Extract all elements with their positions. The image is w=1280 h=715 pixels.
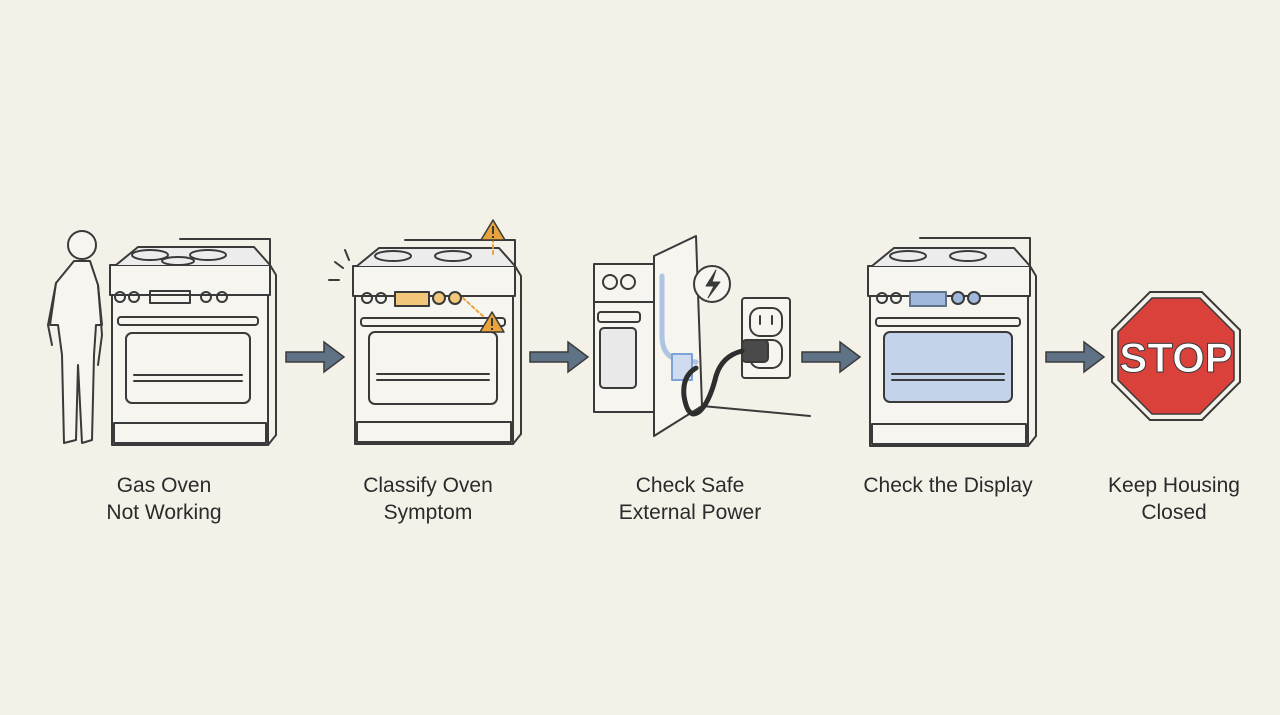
step-label-1-line1: Gas Oven	[116, 474, 212, 497]
power-outlet-icon	[593, 235, 811, 437]
person-at-oven-icon	[47, 230, 277, 446]
stop-sign-icon: STOP	[1111, 291, 1241, 421]
step-label-3-line2: External Power	[618, 501, 762, 524]
flow-arrow-2	[529, 340, 590, 374]
step-label-5: Keep Housing Closed	[1064, 472, 1280, 526]
flow-arrow-4	[1045, 340, 1106, 374]
stop-sign-text: STOP	[1119, 334, 1233, 381]
step-label-4-line1: Check the Display	[863, 474, 1033, 497]
step-label-1: Gas Oven Not Working	[54, 472, 274, 526]
oven-warning-icon	[328, 219, 522, 445]
step-label-2-line1: Classify Oven	[363, 474, 493, 497]
step-label-5-line1: Keep Housing	[1108, 474, 1240, 497]
step-label-5-line2: Closed	[1141, 501, 1207, 524]
step-label-3: Check Safe External Power	[580, 472, 800, 526]
flow-arrow-3	[801, 340, 862, 374]
oven-display-icon	[867, 237, 1037, 447]
step-label-2: Classify Oven Symptom	[318, 472, 538, 526]
step-label-1-line2: Not Working	[106, 501, 222, 524]
step-label-3-line1: Check Safe	[635, 474, 745, 497]
step-label-2-line2: Symptom	[383, 501, 473, 524]
flow-arrow-1	[285, 340, 346, 374]
step-label-4: Check the Display	[838, 472, 1058, 499]
